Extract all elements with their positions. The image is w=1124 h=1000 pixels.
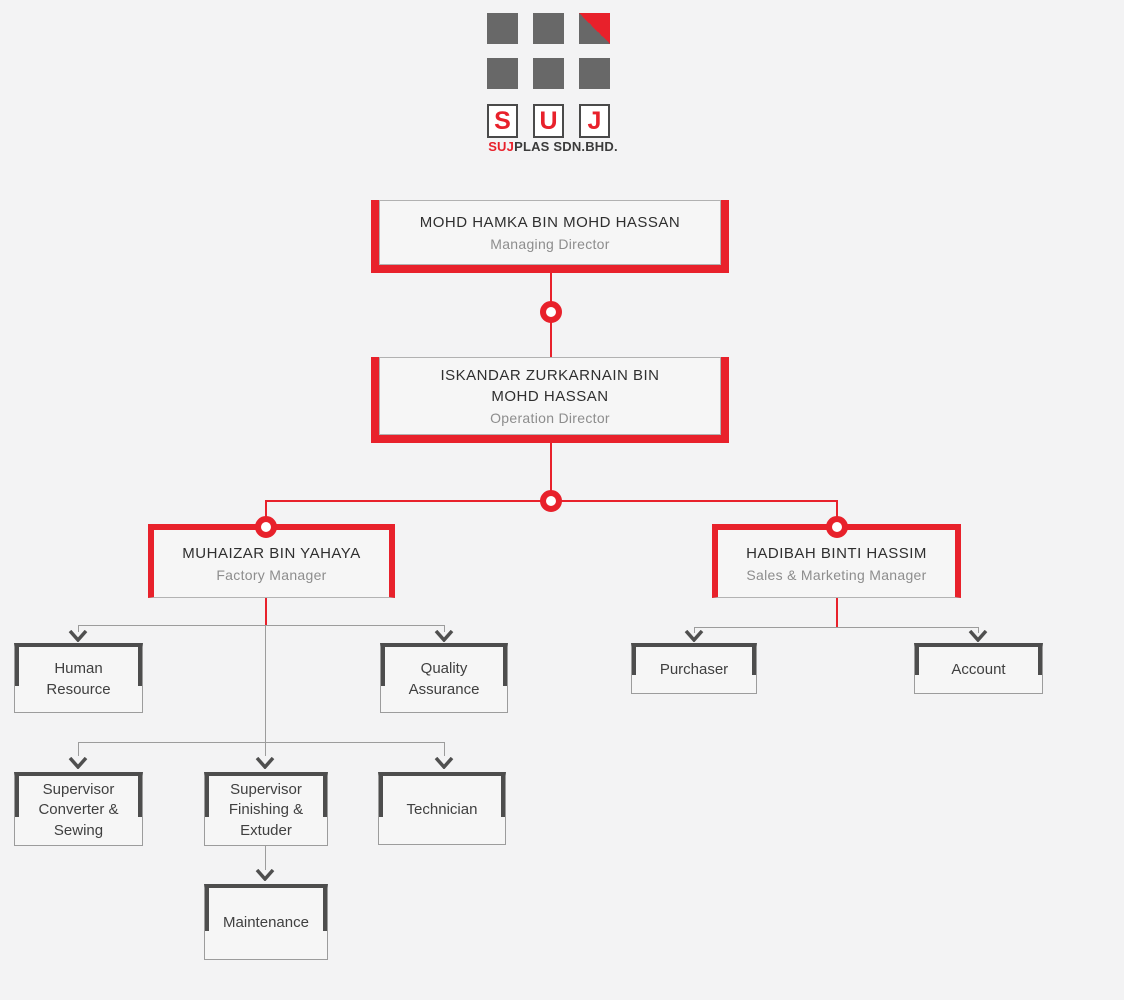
logo-tile — [579, 58, 610, 89]
connector-dot — [255, 516, 277, 538]
node-maintenance: Maintenance — [204, 884, 328, 960]
logo-letter-j: J — [579, 104, 610, 138]
connector-factory-stub — [265, 598, 267, 625]
connector-dot — [826, 516, 848, 538]
connector-od-down — [550, 443, 552, 501]
node-operation-director-inner: ISKANDAR ZURKARNAIN BIN MOHD HASSAN Oper… — [379, 357, 721, 435]
node-managing-director-inner: MOHD HAMKA BIN MOHD HASSAN Managing Dire… — [379, 200, 721, 265]
node-title: Sales & Marketing Manager — [746, 567, 927, 584]
node-name: MUHAIZAR BIN YAHAYA — [182, 544, 361, 562]
connector-line — [694, 627, 695, 633]
logo-wordmark: SUJPLAS SDN.BHD. — [483, 139, 623, 154]
arrow-down-icon — [434, 757, 454, 769]
logo-letter-u: U — [533, 104, 564, 138]
arrow-down-icon — [68, 630, 88, 642]
connector-line — [78, 742, 79, 756]
arrow-down-icon — [434, 630, 454, 642]
node-label: Maintenance — [223, 914, 309, 932]
connector-sales-drop — [836, 500, 838, 518]
logo-wordmark-highlight: SUJ — [488, 139, 515, 154]
node-name: ISKANDAR ZURKARNAIN BIN MOHD HASSAN — [440, 366, 659, 407]
arrow-down-icon — [255, 869, 275, 881]
logo-tile — [533, 13, 564, 44]
connector-line — [978, 627, 979, 633]
arrow-down-icon — [684, 630, 704, 642]
arrow-down-icon — [68, 757, 88, 769]
node-managing-director: MOHD HAMKA BIN MOHD HASSAN Managing Dire… — [371, 200, 729, 273]
node-title: Operation Director — [490, 409, 610, 426]
arrow-down-icon — [968, 630, 988, 642]
connector-dot — [540, 490, 562, 512]
node-name-line1: ISKANDAR ZURKARNAIN BIN — [440, 367, 660, 385]
arrow-down-icon — [255, 757, 275, 769]
node-label: Human Resource — [46, 660, 111, 698]
node-label: Quality Assurance — [408, 660, 480, 698]
node-label: Supervisor Converter & Sewing — [38, 781, 119, 839]
node-label: Purchaser — [659, 660, 729, 678]
connector-line — [265, 742, 266, 756]
node-label: Supervisor Finishing & Extuder — [228, 781, 304, 839]
connector-sales-stub — [836, 598, 838, 627]
node-technician: Technician — [378, 772, 506, 845]
node-name-line2: MOHD HASSAN — [491, 387, 609, 405]
connector-dot — [540, 301, 562, 323]
logo-tile — [487, 13, 518, 44]
logo-tile-grid — [487, 13, 610, 89]
logo-letter-s: S — [487, 104, 518, 138]
node-title: Managing Director — [490, 236, 610, 253]
node-label: Account — [951, 660, 1006, 678]
node-quality-assurance: Quality Assurance — [380, 643, 508, 713]
connector-maintenance-line — [265, 846, 266, 870]
logo-tile — [487, 58, 518, 89]
node-label: Technician — [406, 800, 478, 818]
node-operation-director: ISKANDAR ZURKARNAIN BIN MOHD HASSAN Oper… — [371, 357, 729, 443]
node-supervisor-finishing-extuder: Supervisor Finishing & Extuder — [204, 772, 328, 846]
connector-line — [78, 625, 79, 632]
node-name: MOHD HAMKA BIN MOHD HASSAN — [419, 213, 681, 231]
logo-wordmark-rest: PLAS SDN.BHD. — [514, 139, 618, 154]
connector-factory-drop — [265, 500, 267, 518]
connector-factory-children-line — [78, 625, 445, 626]
node-purchaser: Purchaser — [631, 643, 757, 694]
logo-tile — [533, 58, 564, 89]
connector-factory-main-vertical — [265, 625, 266, 742]
connector-sales-children-line — [694, 627, 978, 628]
node-name: HADIBAH BINTI HASSIM — [746, 544, 927, 562]
node-title: Factory Manager — [216, 567, 327, 584]
connector-supervisor-line — [78, 742, 445, 743]
logo-letter-row: S U J — [487, 104, 610, 138]
node-supervisor-converter-sewing: Supervisor Converter & Sewing — [14, 772, 143, 846]
node-account: Account — [914, 643, 1043, 694]
logo-tile-accent — [579, 13, 610, 44]
connector-line — [444, 742, 445, 756]
node-human-resource: Human Resource — [14, 643, 143, 713]
connector-line — [444, 625, 445, 632]
